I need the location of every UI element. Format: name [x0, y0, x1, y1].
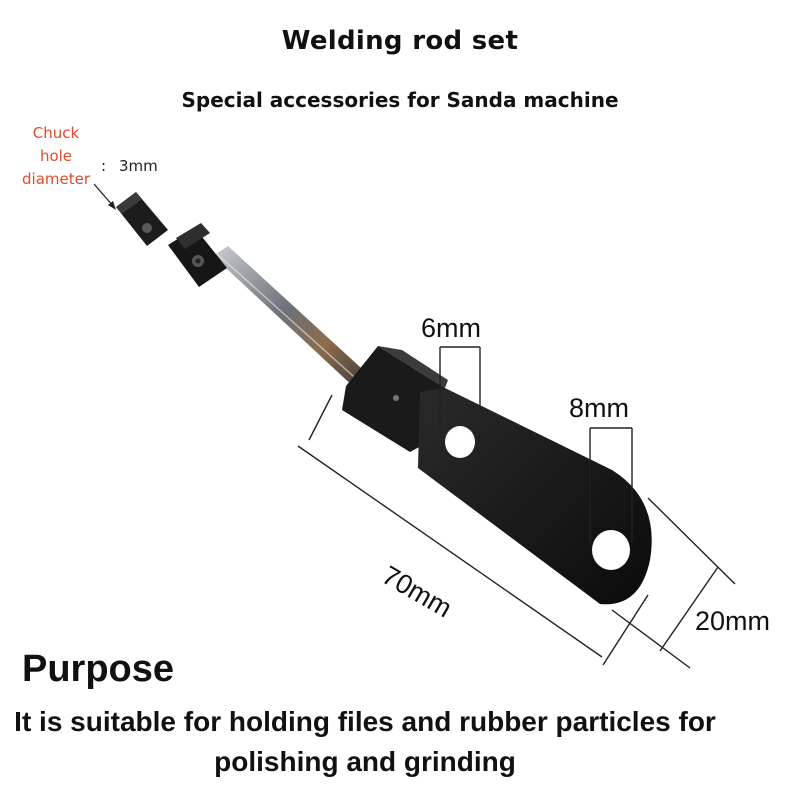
purpose-heading: Purpose	[22, 648, 175, 690]
hole-large	[592, 530, 630, 570]
chuck-pointer-arrow	[93, 183, 116, 210]
chuck-label-line-1: Chuck	[32, 124, 80, 142]
dimension-lines	[297, 346, 736, 669]
steel-rod	[213, 246, 372, 389]
chuck-label-colon: :	[101, 157, 107, 175]
chuck-collet	[116, 192, 227, 287]
large-hole-dimension: 8mm	[569, 393, 629, 423]
chuck-label-line-3: diameter	[22, 170, 90, 188]
width-dimension: 20mm	[695, 606, 771, 636]
chuck-label-line-2: hole	[39, 147, 73, 165]
small-hole-dimension: 6mm	[421, 313, 481, 343]
chuck-hole-diameter-label: Chuck hole diameter	[14, 122, 98, 191]
chuck-hole-diameter-value: 3mm	[119, 157, 158, 175]
flat-plate	[418, 388, 652, 605]
purpose-description: It is suitable for holding files and rub…	[14, 706, 716, 777]
page-title: Welding rod set	[281, 26, 519, 56]
page-subtitle: Special accessories for Sanda machine	[181, 88, 619, 112]
hole-small	[445, 426, 475, 458]
